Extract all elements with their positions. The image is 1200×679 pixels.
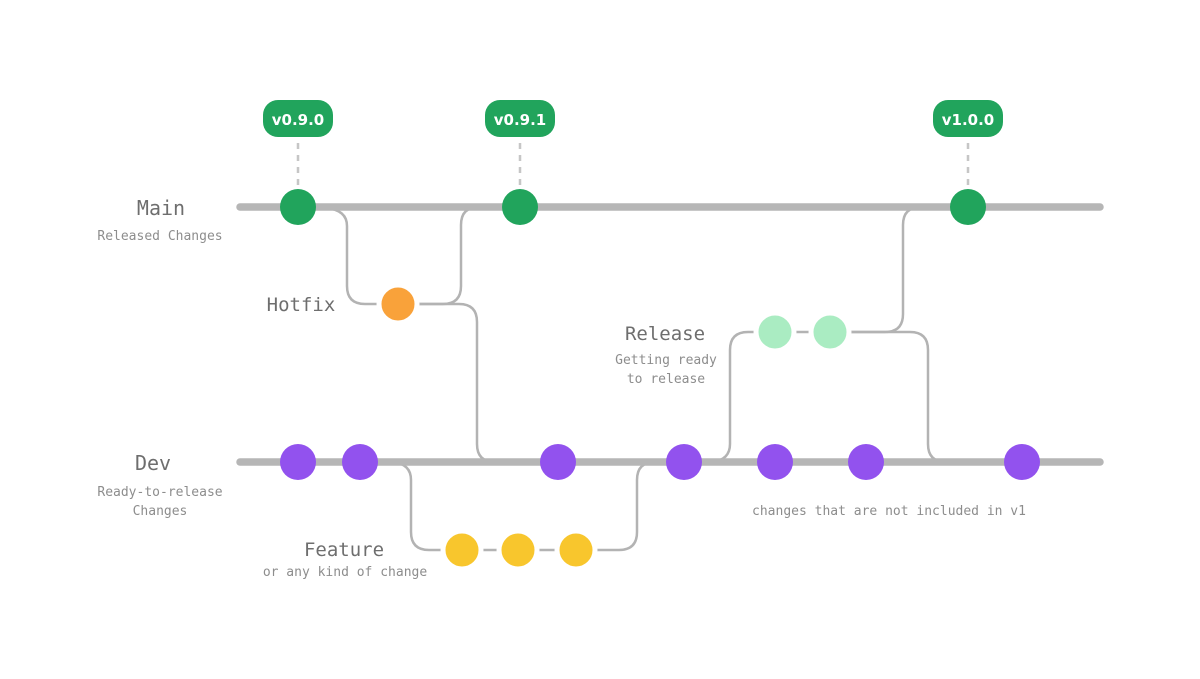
hotfix-label: Hotfix — [267, 294, 336, 316]
version-tag-pill — [485, 100, 555, 137]
release-branchoff-curve — [710, 330, 775, 464]
dev-annotation: changes that are not included in v1 — [752, 504, 1026, 519]
main-commit — [280, 189, 316, 225]
version-tag-pill — [263, 100, 333, 137]
dev-sublabel-line1: Ready-to-release — [97, 485, 222, 500]
version-tags: v0.9.0 v0.9.1 v1.0.0 — [263, 100, 1003, 137]
main-label: Main — [137, 196, 185, 220]
dev-commit — [342, 444, 378, 480]
hotfix-branchoff-curve — [324, 206, 398, 306]
dev-label: Dev — [135, 451, 171, 475]
hotfix-commit — [376, 282, 420, 326]
feature-commit — [496, 528, 540, 572]
dev-commit — [757, 444, 793, 480]
main-sublabel: Released Changes — [97, 229, 222, 244]
release-commit — [753, 310, 797, 354]
dev-commit — [848, 444, 884, 480]
dev-commit — [540, 444, 576, 480]
main-commit — [502, 189, 538, 225]
version-tag-label: v0.9.0 — [272, 111, 325, 129]
feature-commit — [440, 528, 484, 572]
version-tag-label: v0.9.1 — [494, 111, 547, 129]
version-tag-pill — [933, 100, 1003, 137]
dev-sublabel-line2: Changes — [133, 504, 188, 519]
release-sublabel-line1: Getting ready — [615, 353, 717, 368]
release-merge-main-curve — [830, 205, 934, 334]
version-tag-label: v1.0.0 — [942, 111, 995, 129]
hotfix-merge-dev-curve — [398, 302, 507, 464]
release-commit — [808, 310, 852, 354]
feature-label: Feature — [304, 539, 384, 561]
feature-commit — [554, 528, 598, 572]
dev-commit — [1004, 444, 1040, 480]
feature-sublabel: or any kind of change — [263, 565, 428, 580]
commit-dots — [280, 189, 1040, 572]
main-commit — [950, 189, 986, 225]
dev-commit — [666, 444, 702, 480]
release-merge-dev-curve — [830, 330, 958, 464]
release-sublabel-line2: to release — [627, 372, 705, 387]
release-label: Release — [625, 323, 705, 345]
dev-commit — [280, 444, 316, 480]
tag-dash-lines — [296, 143, 970, 192]
